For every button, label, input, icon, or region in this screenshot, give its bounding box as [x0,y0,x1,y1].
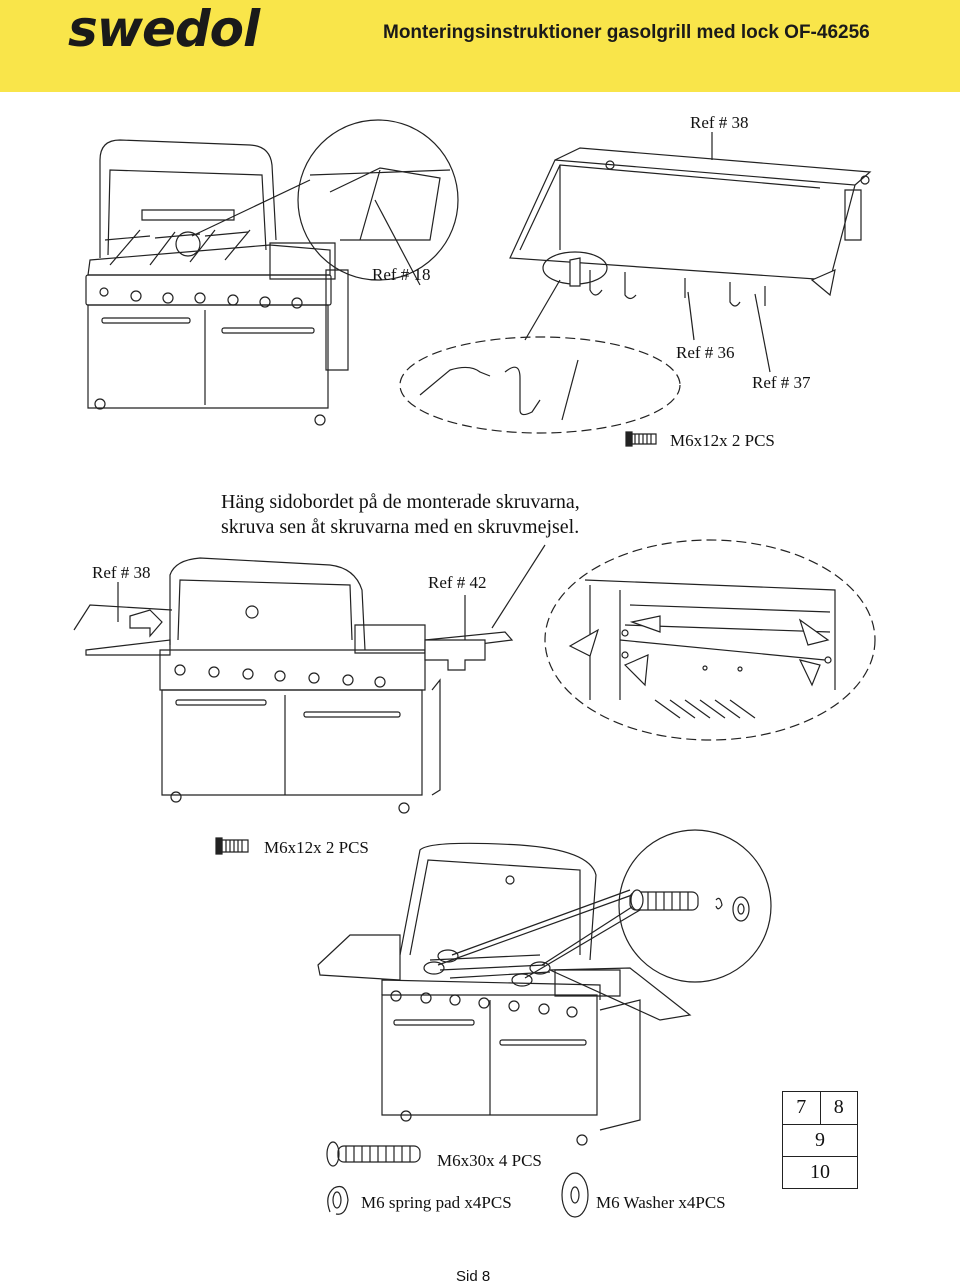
detail-zoom-shelf-screws [545,540,875,740]
washer-label: M6 Washer x4PCS [596,1193,726,1212]
bolt-label: M6x30x 4 PCS [437,1151,542,1170]
screw-top-label: M6x12x 2 PCS [670,431,775,450]
step-8: 8 [833,1096,844,1118]
screw-m6x12-icon-top [626,432,656,446]
side-shelf-rack-illustration [510,132,870,372]
ref-38-top-label: Ref # 38 [690,113,749,132]
ref-37-label: Ref # 37 [752,373,811,392]
step-row-2: 9 [783,1124,857,1157]
step-10: 10 [810,1161,830,1183]
ref-36-label: Ref # 36 [676,343,735,362]
ref-18-label: Ref # 18 [372,265,431,284]
callout-line-instruction [492,545,545,628]
step-row-3: 10 [783,1156,857,1188]
grill-open-lid-illustration [86,140,348,425]
assembly-instruction: Häng sidobordet på de monterade skruvarn… [221,490,580,540]
screw-m6x12-icon-mid [216,838,248,854]
detail-zoom-lid-hinge [298,120,458,285]
grill-side-shelf-illustration [74,558,512,813]
header-bar: swedol Monteringsinstruktioner gasolgril… [0,0,960,92]
bolt-m6x30-icon [327,1142,420,1166]
step-row-1: 7 8 [783,1092,857,1125]
step-7: 7 [783,1092,821,1124]
spring-pad-icon [328,1187,348,1215]
ref-42-label: Ref # 42 [428,573,487,592]
page-title: Monteringsinstruktioner gasolgrill med l… [383,22,870,43]
washer-icon [562,1173,588,1217]
step-9: 9 [815,1129,825,1151]
detail-zoom-bolt [619,830,771,982]
grill-burner-assembly-illustration [318,843,690,1145]
step-number-grid: 7 8 9 10 [782,1091,858,1189]
detail-zoom-hook [400,337,680,433]
instruction-line-2: skruva sen åt skruvarna med en skruvmejs… [221,516,580,538]
screw-mid-label: M6x12x 2 PCS [264,838,369,857]
brand-logo: swedol [68,0,260,58]
ref-38-mid-label: Ref # 38 [92,563,151,582]
spring-pad-label: M6 spring pad x4PCS [361,1193,512,1212]
instruction-line-1: Häng sidobordet på de monterade skruvarn… [221,491,580,513]
page-number: Sid 8 [456,1268,491,1285]
